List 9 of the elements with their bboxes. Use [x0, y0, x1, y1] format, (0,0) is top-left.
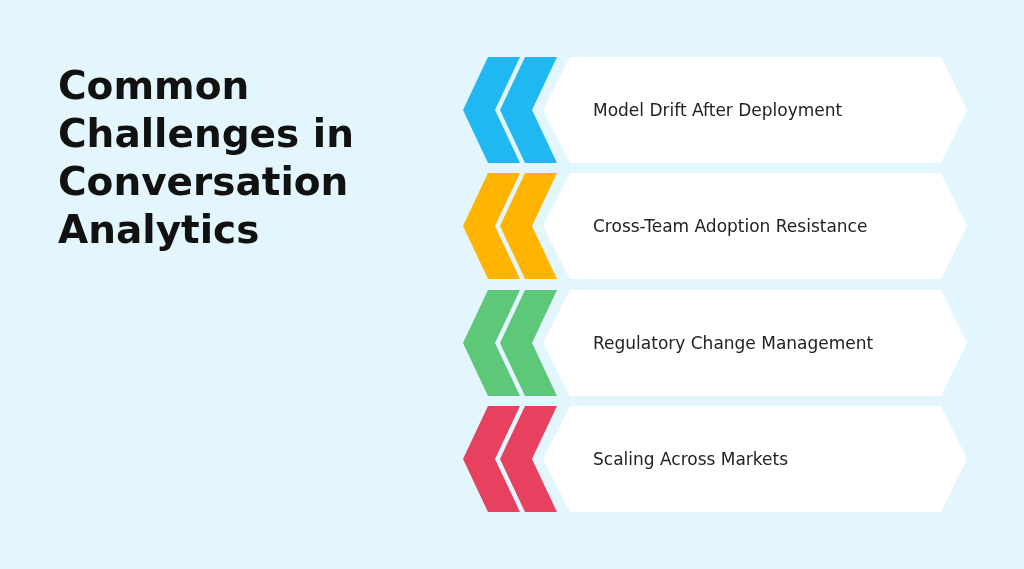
chevron-banner — [543, 406, 967, 512]
chevron-banner — [543, 290, 967, 396]
banner-text: Cross-Team Adoption Resistance — [593, 215, 868, 238]
banner-text: Regulatory Change Management — [593, 332, 874, 355]
chevron-banner — [543, 173, 967, 279]
banner-text: Scaling Across Markets — [593, 448, 789, 471]
chevron-banner — [543, 57, 967, 163]
title: Common Challenges in Conversation Analytics — [58, 62, 355, 254]
banner-text: Model Drift After Deployment — [593, 99, 843, 122]
